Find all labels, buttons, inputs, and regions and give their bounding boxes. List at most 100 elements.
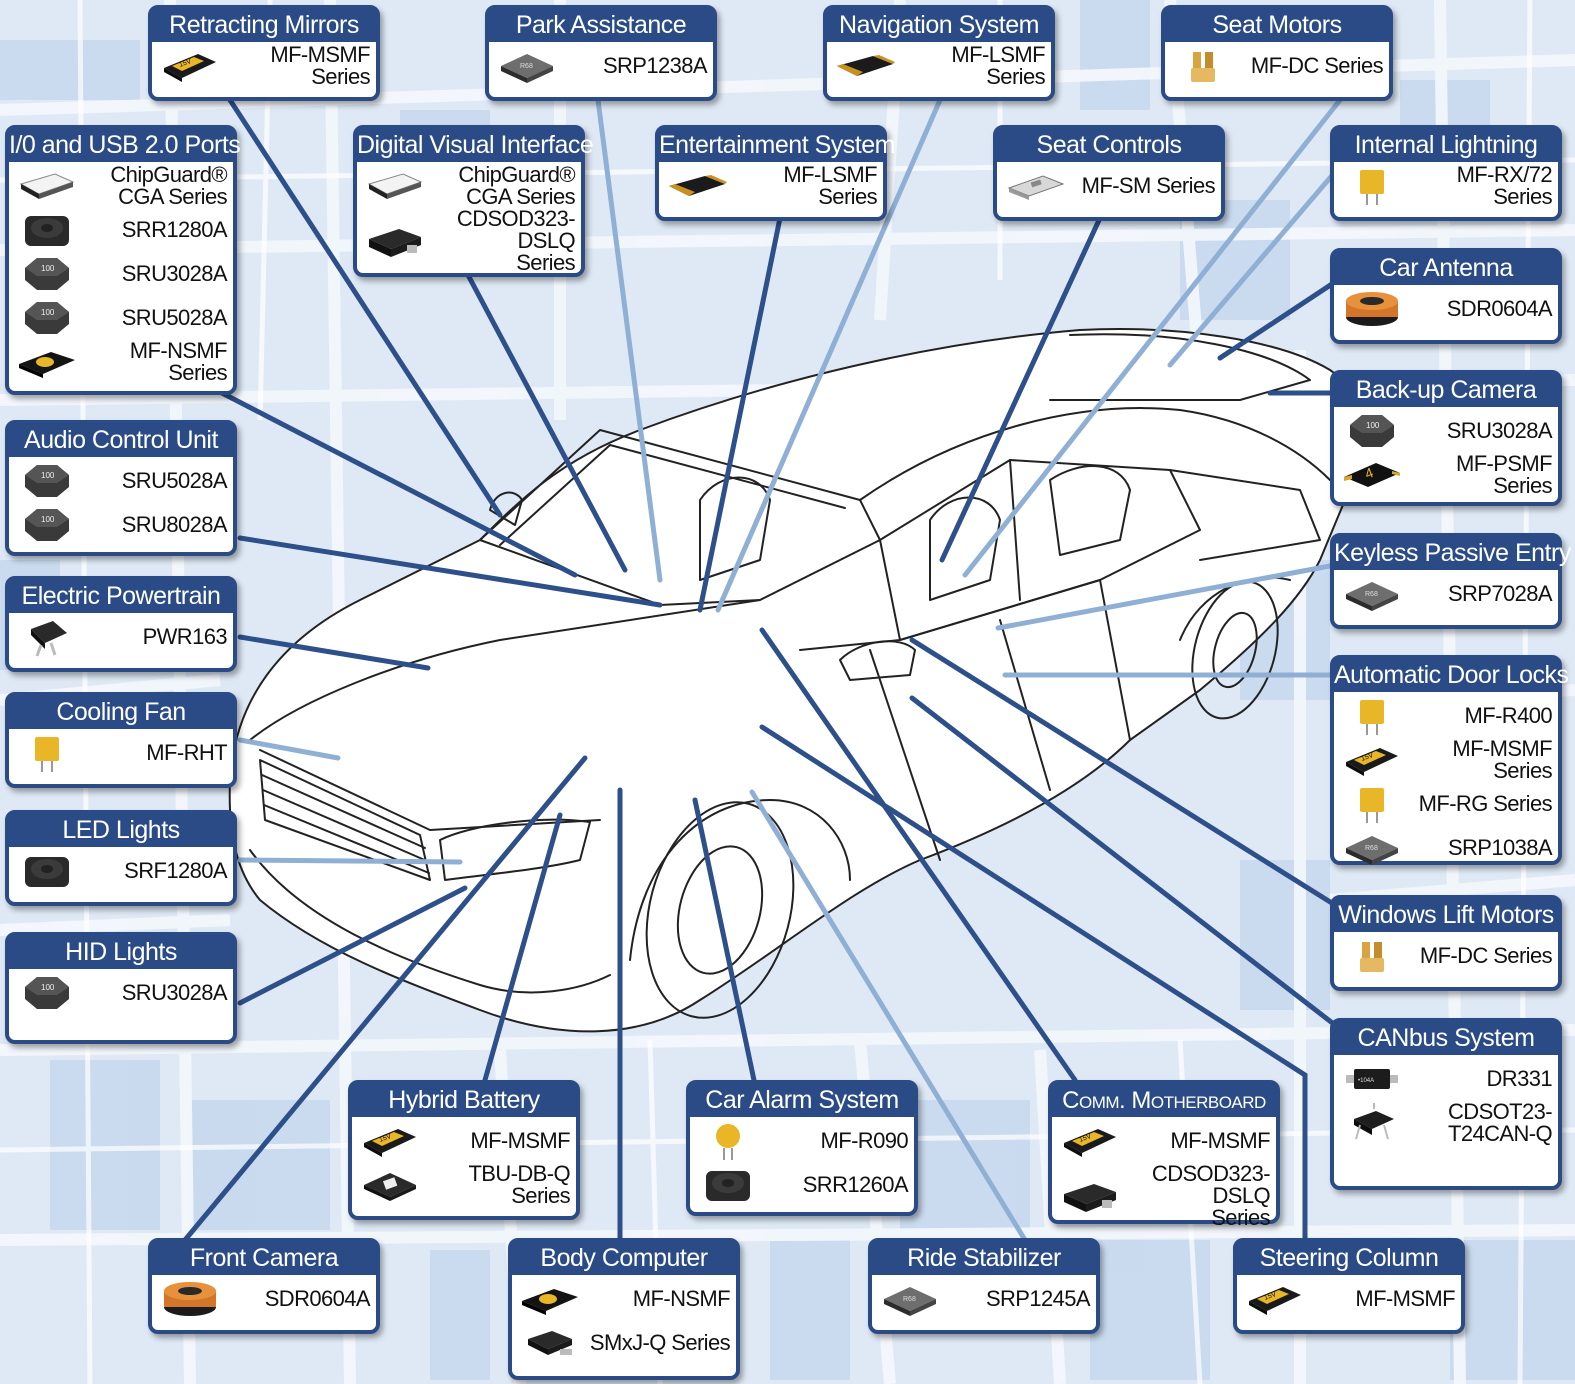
line-seat-motors bbox=[962, 97, 1343, 578]
chip-white-icon bbox=[15, 166, 79, 206]
part-item: SRR1260A bbox=[696, 1163, 909, 1207]
callout-title: Park Assistance bbox=[489, 9, 713, 42]
part-label: MF-R400 bbox=[1464, 703, 1553, 728]
part-label: MF-LSMF Series bbox=[783, 162, 877, 209]
part-label: MF-PSMF Series bbox=[1455, 451, 1553, 498]
part-label: MF-MSMF bbox=[1170, 1128, 1270, 1153]
line-front-camera bbox=[182, 755, 588, 1243]
part-item: MF-NSMF bbox=[518, 1277, 731, 1321]
diode-smb-icon bbox=[518, 1323, 582, 1363]
inductor-square-icon: R68 bbox=[495, 46, 559, 86]
line-internal-lightning bbox=[1167, 169, 1338, 368]
fuse-radial-icon bbox=[1340, 784, 1404, 824]
part-label: MF-SM Series bbox=[1081, 173, 1216, 198]
part-label: SRU8028A bbox=[121, 512, 228, 537]
svg-text:15V: 15V bbox=[1263, 1291, 1277, 1302]
part-item: 15V MF-MSMF bbox=[358, 1119, 571, 1163]
callout-items: SDR0604A bbox=[1334, 285, 1558, 333]
fuse-15v-icon: 15V bbox=[1058, 1121, 1122, 1161]
part-item: MF-RX/72 Series bbox=[1340, 164, 1553, 208]
svg-text:15V: 15V bbox=[1360, 752, 1374, 763]
part-item: MF-R090 bbox=[696, 1119, 909, 1163]
part-item: SRF1280A bbox=[15, 849, 228, 893]
callout-items: MF-LSMF Series bbox=[659, 162, 883, 210]
part-item: SDR0604A bbox=[158, 1277, 371, 1321]
part-item: MF-LSMF Series bbox=[833, 44, 1046, 88]
fuse-dc-icon bbox=[1340, 936, 1404, 976]
svg-text:100: 100 bbox=[41, 515, 55, 524]
diode-black-icon bbox=[363, 221, 427, 261]
line-retracting-mirrors bbox=[227, 97, 503, 518]
fuse-15v-icon: 15V bbox=[358, 1121, 422, 1161]
inductor-round-icon bbox=[15, 851, 79, 891]
callout-title: Navigation System bbox=[827, 9, 1051, 42]
callout-title: HID Lights bbox=[9, 936, 233, 969]
inductor-coil-icon bbox=[158, 1279, 222, 1319]
callout-title: Seat Motors bbox=[1165, 9, 1389, 42]
fuse-radial-icon bbox=[1340, 696, 1404, 736]
part-label: SRU3028A bbox=[1446, 418, 1553, 443]
ic-tbu-icon bbox=[358, 1165, 422, 1205]
part-label: MF-RG Series bbox=[1418, 791, 1553, 816]
callout-title: Body Computer bbox=[512, 1242, 736, 1275]
svg-text:R68: R68 bbox=[1365, 591, 1378, 598]
part-label: SDR0604A bbox=[1446, 296, 1553, 321]
part-item: MF-NSMF Series bbox=[15, 338, 228, 385]
part-label: SRU3028A bbox=[121, 261, 228, 286]
line-park-assistance bbox=[595, 97, 663, 583]
part-label: CDSOD323-DSLQ Series bbox=[456, 206, 576, 275]
part-label: MF-NSMF Series bbox=[129, 338, 228, 385]
svg-text:R68: R68 bbox=[903, 1296, 916, 1303]
line-canbus bbox=[909, 695, 1338, 1028]
fuse-dc-icon bbox=[1171, 46, 1235, 86]
part-item: MF-R400 bbox=[1340, 694, 1553, 738]
part-item: CDSOD323-DSLQ Series bbox=[363, 206, 576, 275]
part-label: SRU3028A bbox=[121, 980, 228, 1005]
part-label: SRU5028A bbox=[121, 468, 228, 493]
fuse-15v-icon: 15V bbox=[158, 46, 222, 86]
callout-title: Retracting Mirrors bbox=[152, 9, 376, 42]
part-label: DR331 bbox=[1486, 1066, 1553, 1091]
fuse-flat-icon bbox=[665, 166, 729, 206]
line-steering-column bbox=[759, 724, 1308, 1243]
inductor-square-icon: R68 bbox=[1340, 828, 1404, 868]
part-label: SRP7028A bbox=[1447, 581, 1553, 606]
callout-title: Car Antenna bbox=[1334, 252, 1558, 285]
callout-title: Cooling Fan bbox=[9, 696, 233, 729]
part-label: SRR1280A bbox=[121, 217, 228, 242]
part-item: CDSOT23- T24CAN-Q bbox=[1340, 1101, 1553, 1145]
inductor-octagon-icon: 100 bbox=[15, 254, 79, 294]
callout-items: MF-LSMF Series bbox=[827, 42, 1051, 90]
line-hybrid-battery bbox=[482, 812, 563, 1083]
part-label: MF-MSMF Series bbox=[1452, 736, 1552, 783]
callout-title: Automatic Door Locks bbox=[1334, 659, 1569, 692]
line-io-usb bbox=[217, 389, 578, 578]
part-label: MF-MSMF bbox=[470, 1128, 570, 1153]
diode-smd-icon: •104A bbox=[1340, 1059, 1404, 1099]
line-ride-stabilizer bbox=[749, 789, 1028, 1243]
fuse-nsmf-icon bbox=[15, 342, 79, 382]
line-car-antenna bbox=[1217, 279, 1338, 361]
fuse-radial-icon bbox=[1340, 166, 1404, 206]
part-item: ChipGuard® CGA Series bbox=[363, 164, 576, 208]
